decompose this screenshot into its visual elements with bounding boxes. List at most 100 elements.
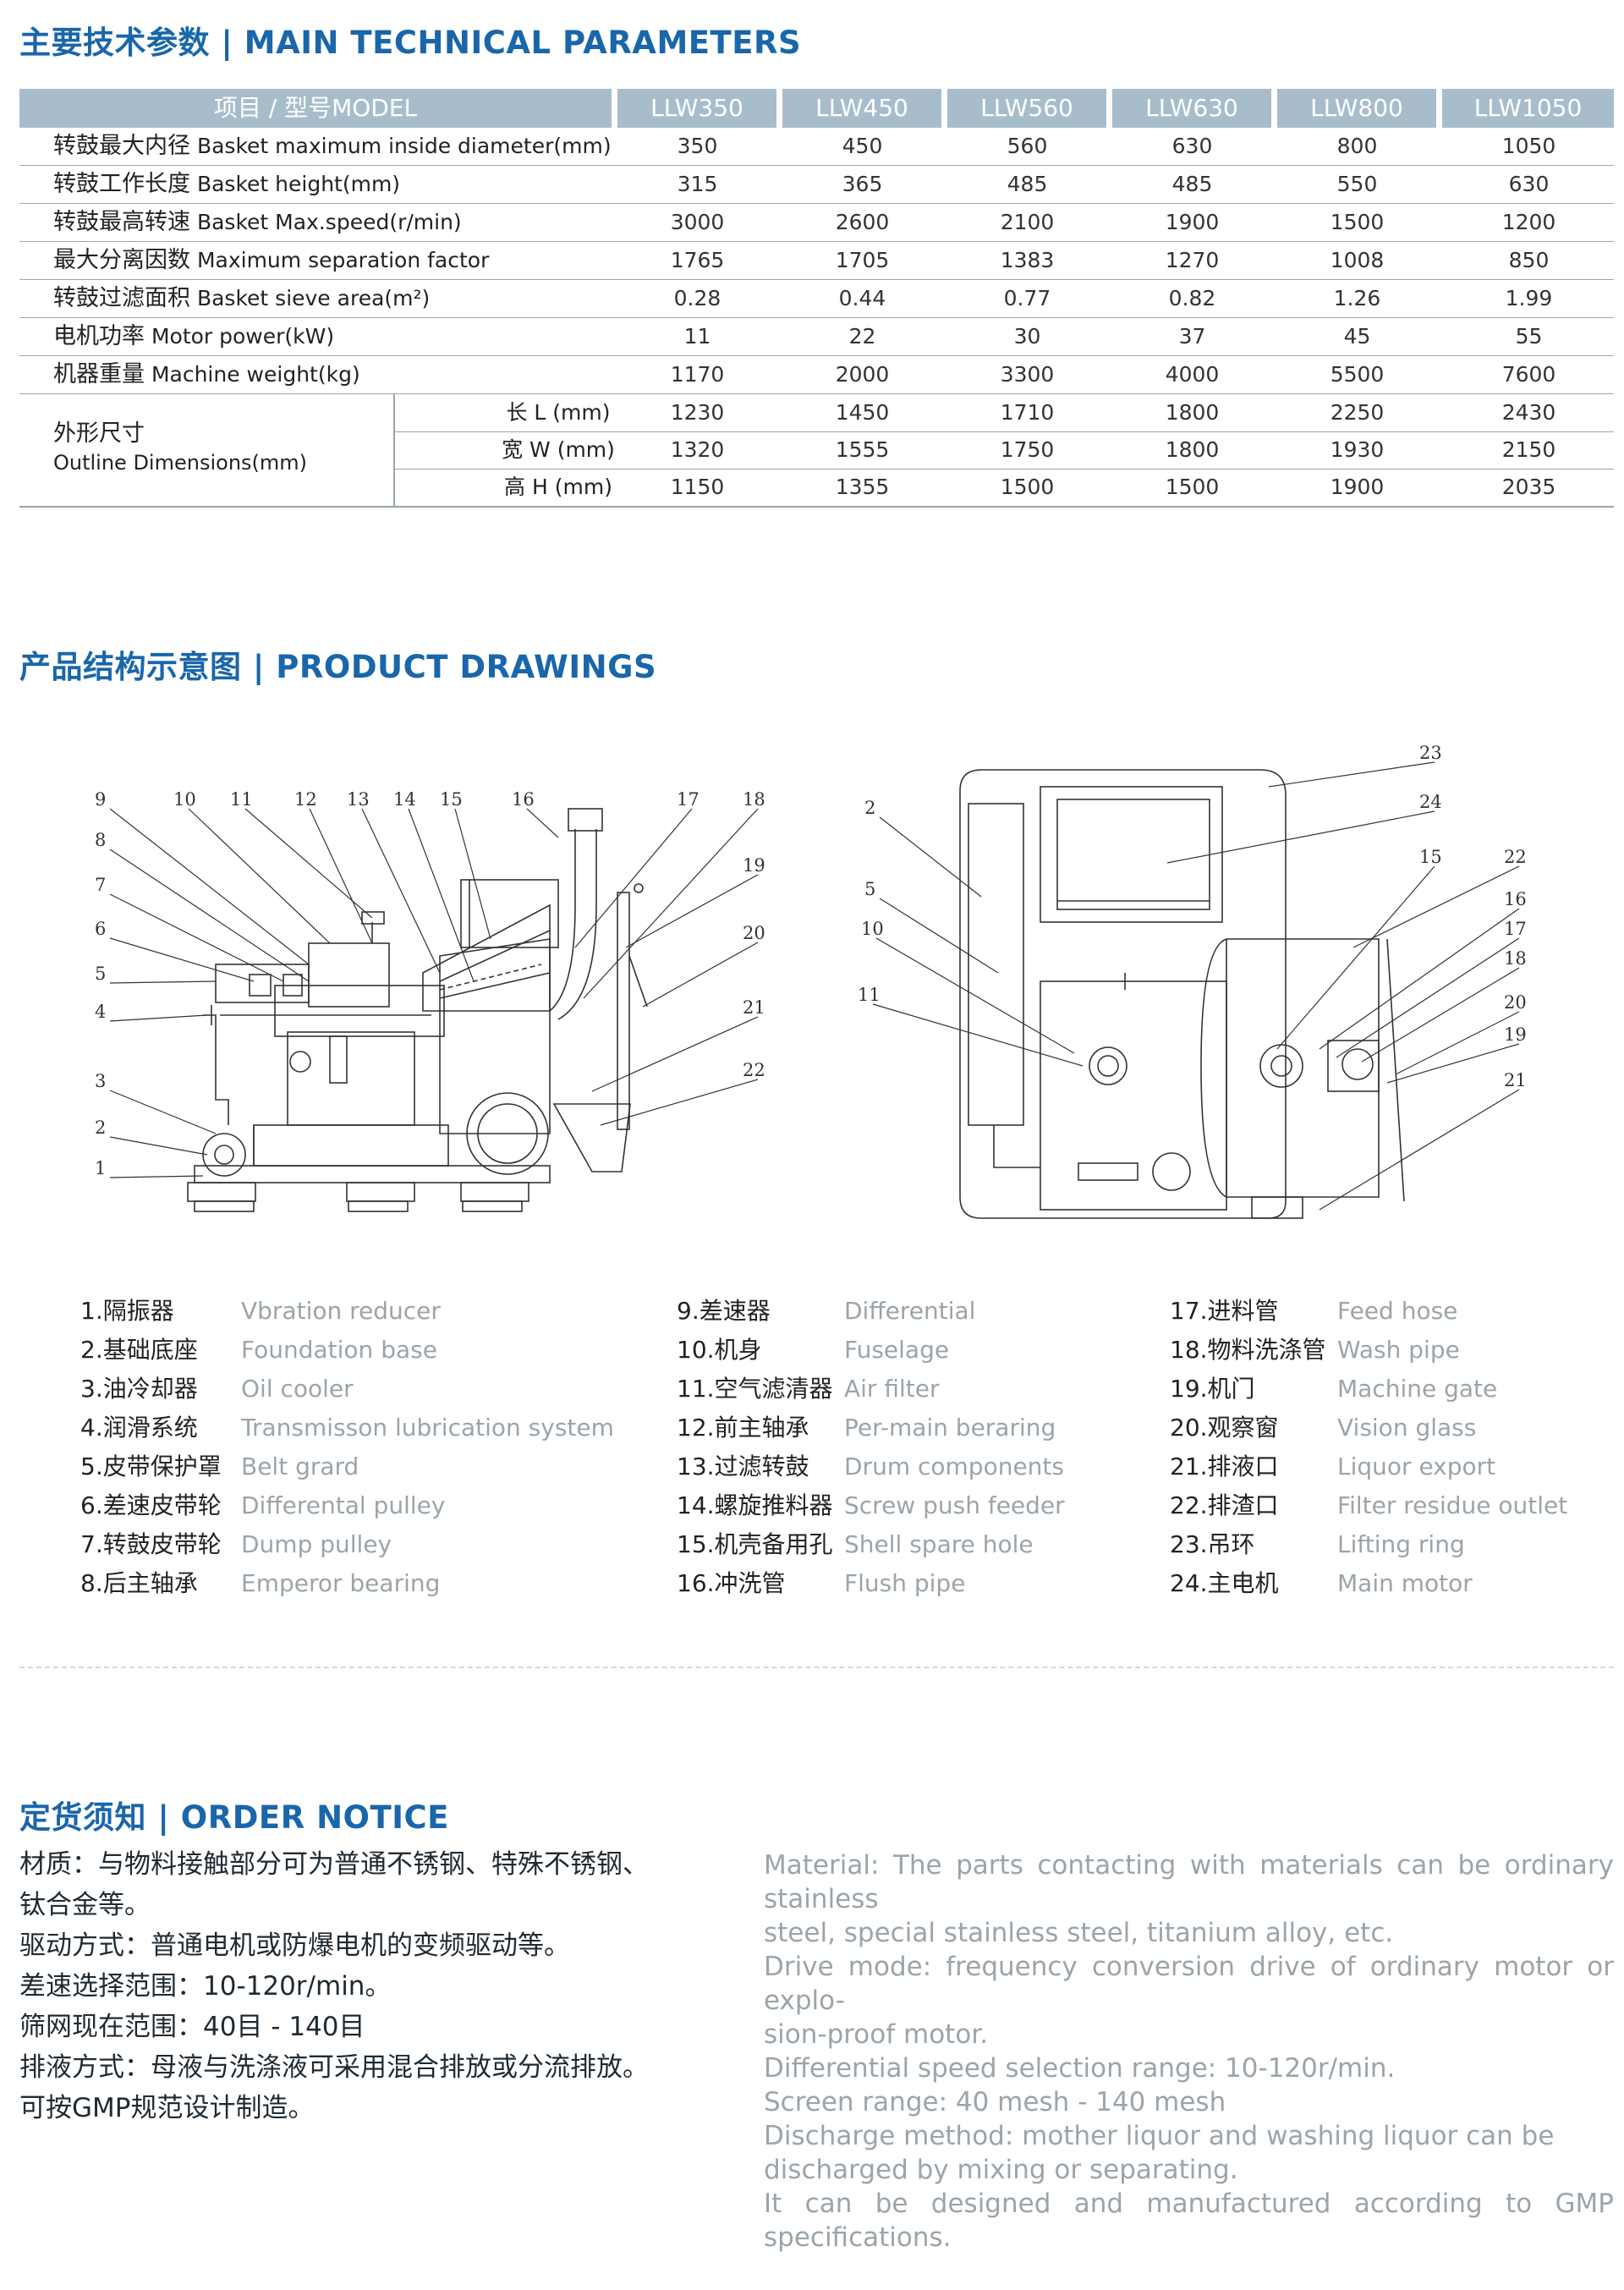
- legend-item-en: Lifting ring: [1337, 1530, 1465, 1558]
- table-cell: 1555: [835, 437, 890, 462]
- params-title: 主要技术参数 | MAIN TECHNICAL PARAMETERS: [19, 25, 802, 61]
- row-label-zh: 机器重量: [53, 361, 145, 387]
- callout-number: 5: [864, 879, 875, 899]
- legend-item-zh: 7.转鼓皮带轮: [80, 1530, 222, 1558]
- legend-item-en: Foundation base: [241, 1336, 437, 1364]
- row-label-sep: [190, 286, 197, 310]
- callout-leader: [1276, 865, 1435, 1050]
- table-cell: 1710: [1000, 400, 1055, 425]
- callout-leader: [875, 937, 1075, 1054]
- callout-leader: [109, 980, 217, 984]
- model-header: LLW1050: [1442, 89, 1614, 128]
- row-label: 转鼓最高转速 Basket Max.speed(r/min): [53, 204, 462, 241]
- callout-leader: [244, 808, 373, 919]
- callout-number: 1: [95, 1158, 106, 1178]
- legend-item-en: Differental pulley: [241, 1491, 446, 1519]
- callout-number: 14: [393, 789, 416, 810]
- callout-leader: [1319, 908, 1520, 1050]
- callout-leader: [574, 808, 693, 948]
- table-cell: 365: [842, 172, 883, 196]
- dimension-sub-label: 高 H (mm): [504, 475, 612, 499]
- table-cell: 2035: [1501, 475, 1556, 499]
- notice-en-line: Differential speed selection range: 10-1…: [764, 2053, 1396, 2084]
- notice-en-line: Material: The parts contacting with mate…: [764, 1850, 1614, 1914]
- table-cell: 1.99: [1505, 286, 1553, 310]
- header-label: 项目 / 型号MODEL: [19, 89, 612, 128]
- table-cell: 1050: [1501, 134, 1556, 158]
- callout-number: 22: [743, 1060, 765, 1080]
- notice-en-line: It can be designed and manufactured acco…: [764, 2188, 1614, 2253]
- table-cell: 630: [1508, 172, 1550, 196]
- callout-leader: [109, 1090, 217, 1134]
- table-cell: 30: [1013, 324, 1041, 349]
- row-label-sep: [145, 324, 151, 349]
- legend-item-zh: 8.后主轴承: [80, 1569, 198, 1597]
- table-cell: 5500: [1330, 362, 1385, 387]
- callout-number: 12: [294, 789, 317, 810]
- legend-item-en: Dump pulley: [241, 1530, 392, 1558]
- row-label-en: Basket height(mm): [196, 172, 401, 196]
- callout-leader: [879, 816, 982, 898]
- legend-item-en: Screw push feeder: [844, 1491, 1065, 1519]
- row-label-zh: 转鼓最高转速: [53, 209, 190, 235]
- table-cell: 1500: [1000, 475, 1055, 499]
- table-cell: 2150: [1501, 437, 1556, 462]
- table-cell: 1008: [1330, 248, 1385, 272]
- model-header: LLW560: [947, 89, 1106, 128]
- legend-item-zh: 21.排液口: [1170, 1453, 1279, 1480]
- notice-en-line: steel, special stainless steel, titanium…: [764, 1918, 1394, 1948]
- callout-number: 17: [677, 789, 700, 810]
- table-cell: 7600: [1501, 362, 1556, 387]
- table-cell: 630: [1171, 134, 1213, 158]
- legend-item-en: Differential: [844, 1297, 976, 1325]
- table-cell: 315: [677, 172, 718, 196]
- callout-leader: [1386, 1043, 1520, 1084]
- legend-item-en: Liquor export: [1337, 1453, 1496, 1480]
- table-cell: 1500: [1330, 210, 1385, 234]
- legend-item-en: Air filter: [844, 1375, 940, 1403]
- legend-item-zh: 16.冲洗管: [677, 1569, 786, 1597]
- callout-number: 7: [95, 875, 106, 895]
- callout-leader: [109, 848, 310, 982]
- row-label-sep: [145, 362, 151, 387]
- callout-leader: [642, 942, 759, 1008]
- callout-leader: [1395, 1011, 1520, 1075]
- notice-zh-line: 排液方式：母液与洗涤液可采用混合排放或分流排放。: [19, 2052, 649, 2083]
- legend-item-zh: 3.油冷却器: [80, 1375, 198, 1403]
- callout-leader: [879, 898, 999, 974]
- dimensions-label: 外形尺寸 Outline Dimensions(mm): [53, 420, 400, 477]
- callout-number: 8: [95, 830, 106, 850]
- table-cell: 1383: [1000, 248, 1055, 272]
- drawings-title: 产品结构示意图 | PRODUCT DRAWINGS: [19, 649, 657, 685]
- callout-number: 19: [1504, 1024, 1527, 1045]
- table-cell: 37: [1178, 324, 1206, 349]
- callout-leader: [600, 1079, 759, 1126]
- row-label-sep: [190, 248, 197, 272]
- callout-leader: [109, 937, 255, 982]
- legend-item-zh: 10.机身: [677, 1336, 762, 1364]
- callout-number: 18: [1504, 948, 1527, 969]
- table-cell: 22: [848, 324, 876, 349]
- notice-en-line: Discharge method: mother liquor and wash…: [764, 2121, 1555, 2151]
- notice-en-line: Drive mode: frequency conversion drive o…: [764, 1952, 1614, 2016]
- notice-en-line: Screen range: 40 mesh - 140 mesh: [764, 2087, 1226, 2117]
- legend-item-zh: 17.进料管: [1170, 1297, 1279, 1325]
- dimensions-block: 外形尺寸 Outline Dimensions(mm) 长 L (mm)1230…: [19, 394, 1614, 508]
- callout-number: 16: [1504, 889, 1527, 909]
- legend-item-zh: 15.机壳备用孔: [677, 1530, 833, 1558]
- table-cell: 1355: [835, 475, 890, 499]
- notice-zh-line: 筛网现在范围：40目 - 140目: [19, 2012, 365, 2042]
- callout-number: 21: [743, 997, 765, 1018]
- legend-item-zh: 18.物料洗涤管: [1170, 1336, 1326, 1364]
- row-label-zh: 电机功率: [53, 323, 145, 349]
- table-cell: 1800: [1165, 400, 1220, 425]
- callout-number: 13: [347, 789, 370, 810]
- callout-leader: [1268, 761, 1435, 788]
- table-cell: 1900: [1165, 210, 1220, 234]
- table-cell: 3300: [1000, 362, 1055, 387]
- table-cell: 850: [1508, 248, 1550, 272]
- callout-leader: [408, 808, 475, 982]
